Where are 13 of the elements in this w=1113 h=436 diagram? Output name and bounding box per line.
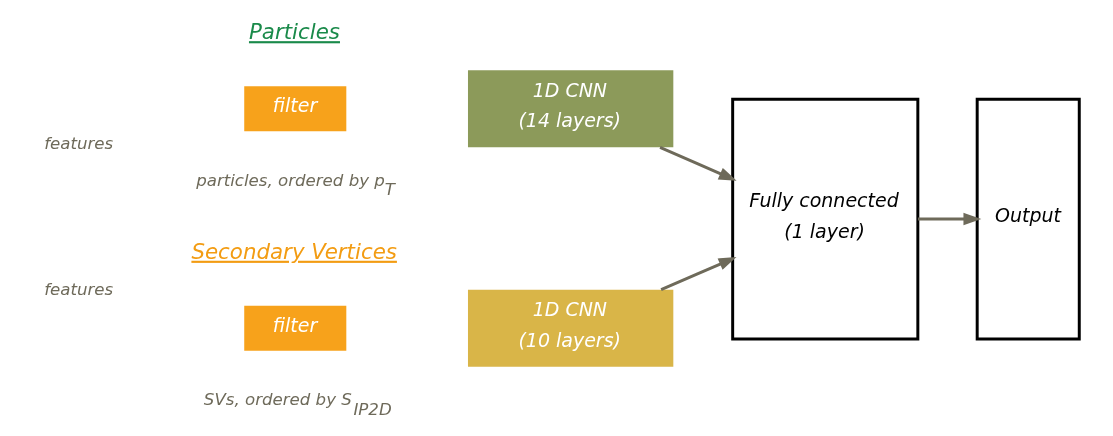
label: Particles (248, 18, 340, 44)
node-box: 1D CNN (14 layers) (467, 69, 673, 147)
label: Secondary Vertices (190, 238, 397, 264)
label: features (43, 279, 113, 299)
node-box: Fully connected (1 layer) (730, 97, 919, 340)
arrow (658, 145, 737, 181)
arrow (660, 256, 736, 291)
arrow (917, 212, 981, 225)
label: features (43, 133, 113, 153)
node-box: filter (243, 85, 346, 131)
node-box: Output (975, 97, 1081, 340)
node-box: filter (243, 305, 346, 351)
node-box: 1D CNN (10 layers) (467, 289, 673, 367)
